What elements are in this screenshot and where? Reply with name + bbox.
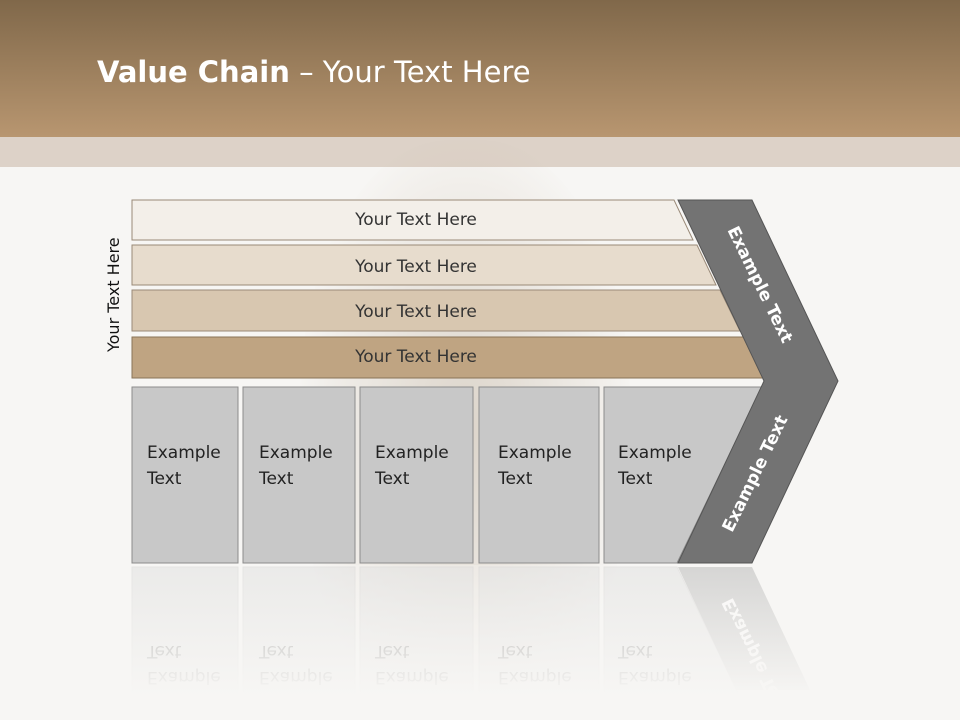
row-bar	[131, 244, 717, 286]
activity-box	[359, 386, 474, 564]
title-bold: Value Chain	[97, 55, 290, 89]
header-band	[0, 137, 960, 167]
slide-title: Value Chain – Your Text Here	[97, 55, 531, 89]
row-bar	[131, 199, 694, 241]
activity-box	[242, 386, 356, 564]
row-label: Your Text Here	[354, 347, 477, 367]
activity-box	[478, 386, 600, 564]
header-bar	[0, 0, 960, 137]
reflection-fade	[120, 565, 840, 720]
row-label: Your Text Here	[354, 257, 477, 277]
row-label: Your Text Here	[354, 302, 477, 322]
activity-box	[603, 386, 763, 564]
row-group: Your Text Here Your Text Here Your Text …	[131, 199, 765, 379]
activity-box	[131, 386, 239, 564]
title-rest: – Your Text Here	[289, 55, 531, 89]
row-label: Your Text Here	[354, 210, 477, 230]
margin-chevron	[677, 199, 839, 564]
